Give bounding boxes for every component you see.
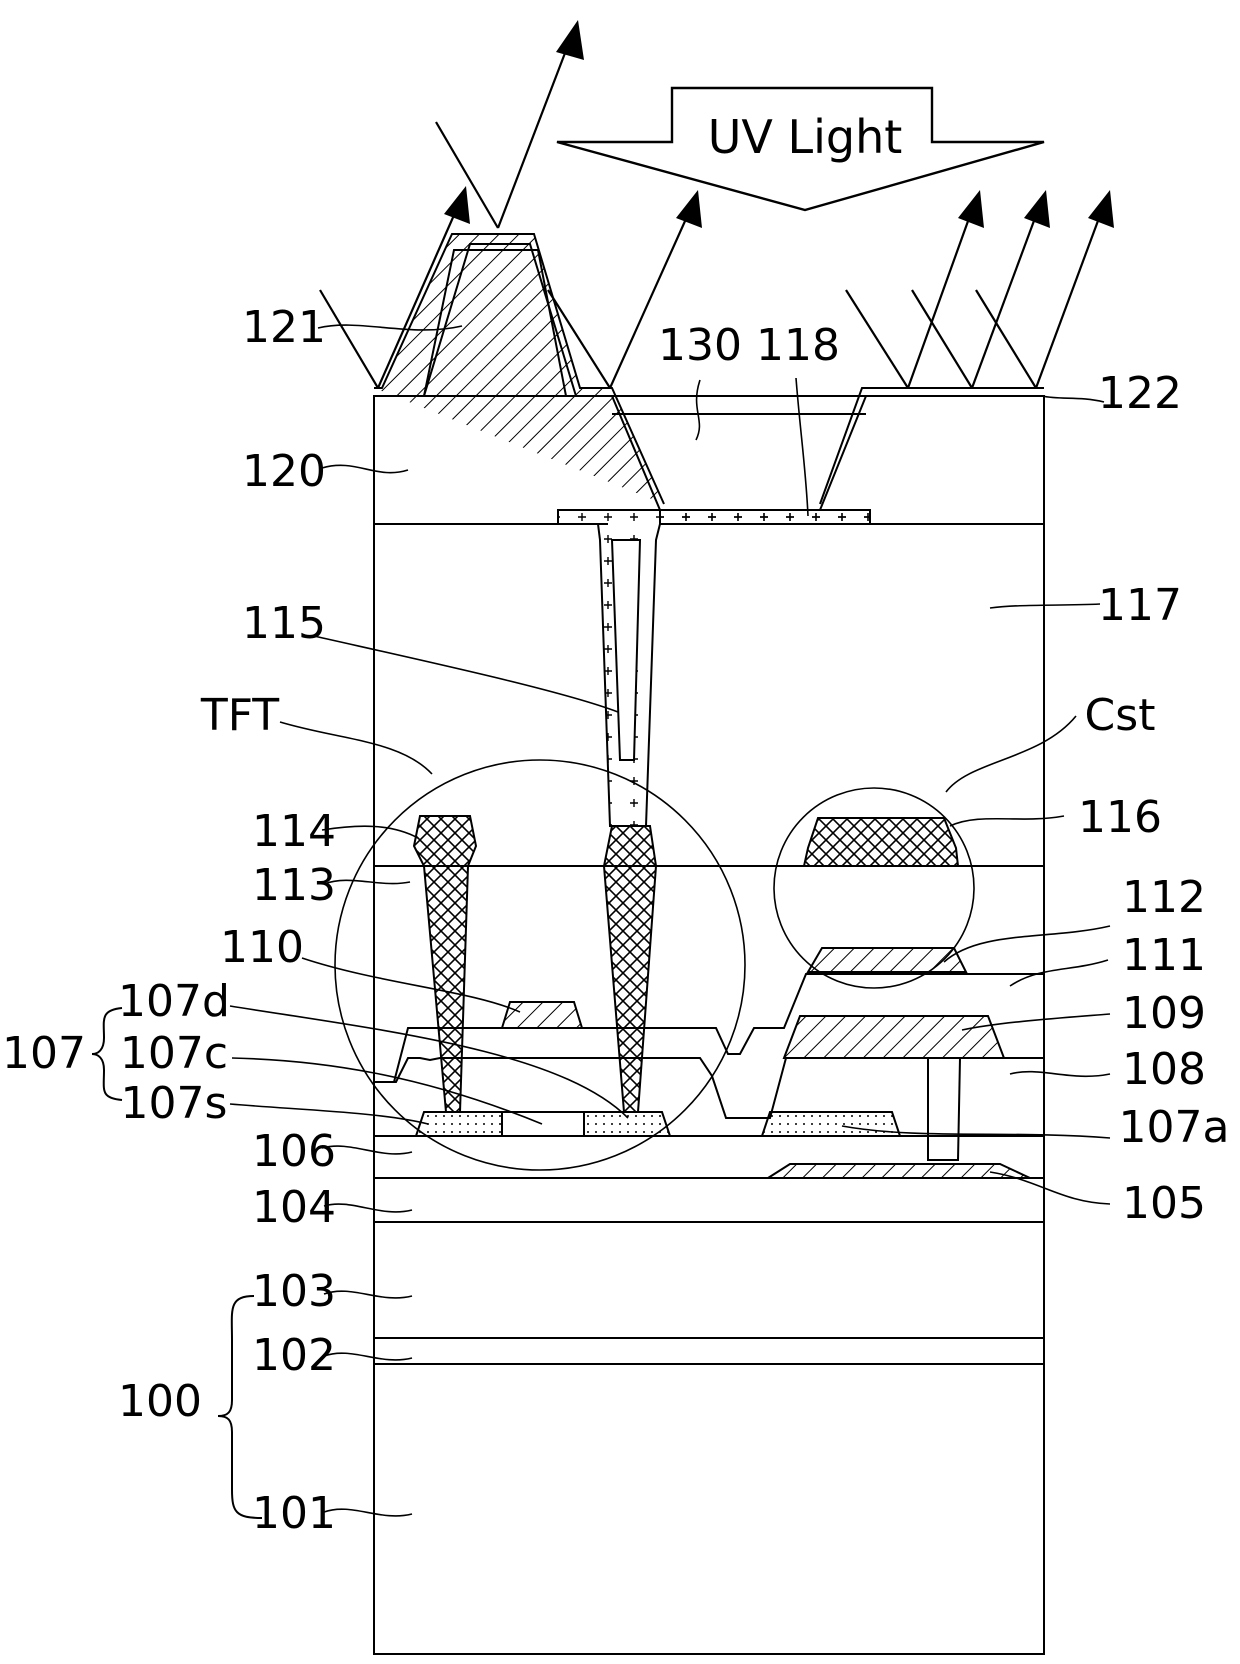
arrowhead-2 — [556, 20, 584, 60]
label-122: 122 — [1098, 368, 1182, 419]
uv-light-label: UV Light — [708, 110, 903, 164]
label-120: 120 — [242, 446, 326, 497]
drain-plug — [604, 826, 656, 1112]
leader-118 — [796, 378, 808, 516]
leader-113 — [324, 880, 410, 884]
label-111: 111 — [1122, 930, 1206, 981]
leader-tft — [280, 722, 432, 774]
label-cst: Cst — [1085, 690, 1156, 741]
label-104: 104 — [252, 1182, 336, 1233]
arrowhead-1 — [444, 186, 470, 224]
layer-108-profile — [374, 1058, 1044, 1160]
label-113: 113 — [252, 860, 336, 911]
label-117: 117 — [1098, 580, 1182, 631]
leader-108 — [1010, 1072, 1110, 1077]
arrowhead-4 — [958, 190, 984, 228]
via-115-outer — [558, 510, 870, 826]
leader-101 — [324, 1509, 412, 1516]
incident-ray-1 — [320, 290, 378, 388]
arrowhead-5 — [1024, 190, 1050, 228]
label-112: 112 — [1122, 872, 1206, 923]
label-103: 103 — [252, 1266, 336, 1317]
film-122-right — [820, 388, 1044, 504]
label-100: 100 — [118, 1376, 202, 1427]
label-109: 109 — [1122, 988, 1206, 1039]
leader-116 — [950, 816, 1064, 826]
incident-ray-5 — [912, 290, 972, 388]
leader-104 — [324, 1204, 412, 1212]
region-107s — [416, 1112, 502, 1136]
leader-130 — [696, 380, 700, 440]
leader-122 — [1042, 396, 1104, 402]
incident-ray-6 — [976, 290, 1036, 388]
gate-110 — [502, 1002, 582, 1028]
label-110: 110 — [220, 922, 304, 973]
film-122-left — [374, 234, 664, 504]
label-107d: 107d — [118, 976, 230, 1027]
label-107: 107 — [2, 1028, 86, 1079]
label-115: 115 — [242, 598, 326, 649]
leader-115 — [314, 636, 618, 712]
incident-ray-4 — [846, 290, 908, 388]
electrode-116 — [804, 818, 958, 866]
electrode-105 — [768, 1164, 1030, 1178]
arrowhead-6 — [1088, 190, 1114, 228]
label-107c: 107c — [120, 1028, 228, 1079]
leader-112 — [944, 926, 1110, 962]
arrowhead-3 — [676, 190, 702, 228]
label-107s: 107s — [121, 1078, 228, 1129]
label-105: 105 — [1122, 1178, 1206, 1229]
leader-102 — [324, 1353, 412, 1360]
label-101: 101 — [252, 1488, 336, 1539]
leader-103 — [324, 1291, 412, 1298]
contact-114 — [414, 816, 476, 1112]
pixel-electrode-118 — [660, 510, 870, 524]
electrode-109 — [784, 1016, 1004, 1058]
label-114: 114 — [252, 806, 336, 857]
leader-cst — [946, 716, 1076, 792]
label-tft: TFT — [200, 690, 279, 741]
label-118: 118 — [756, 320, 840, 371]
label-108: 108 — [1122, 1044, 1206, 1095]
leader-120 — [322, 465, 408, 472]
reflected-ray-2 — [498, 40, 570, 228]
label-130: 130 — [658, 320, 742, 371]
label-107a: 107a — [1119, 1102, 1230, 1153]
region-107a — [762, 1112, 900, 1136]
leader-114 — [322, 826, 418, 838]
tft-circle — [335, 760, 745, 1170]
region-107c — [502, 1112, 584, 1136]
label-106: 106 — [252, 1126, 336, 1177]
label-116: 116 — [1078, 792, 1162, 843]
reflected-ray-6 — [1036, 210, 1102, 388]
label-102: 102 — [252, 1330, 336, 1381]
label-121: 121 — [242, 302, 326, 353]
